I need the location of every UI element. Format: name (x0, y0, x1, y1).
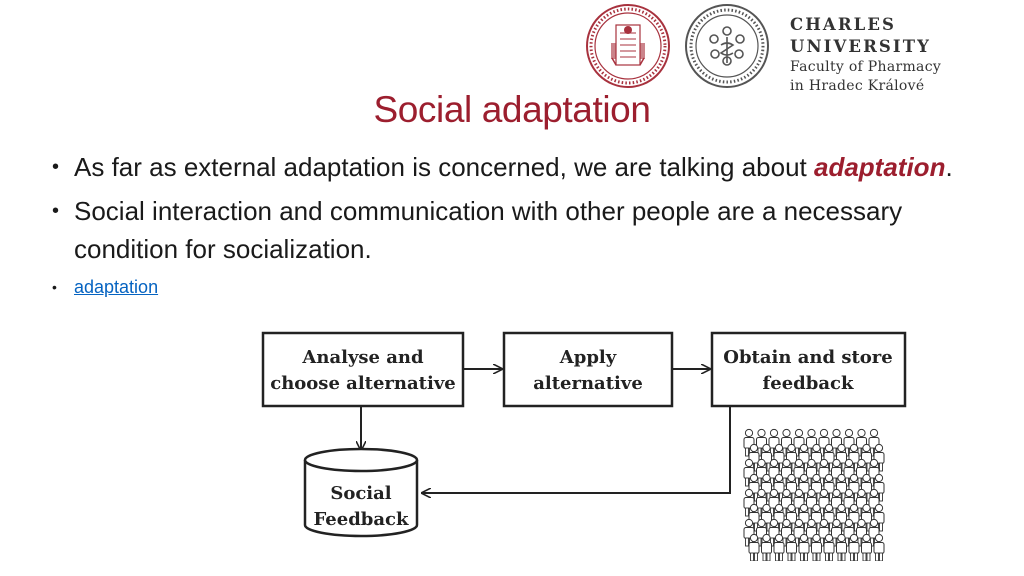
apply-box (502, 331, 674, 408)
pharmacy-faculty-seal-icon (685, 4, 769, 88)
people-crowd-icon (743, 428, 885, 561)
feedback-box-line1: Obtain and store (723, 347, 892, 368)
adaptation-flow-diagram: Analyse and choose alternative Apply alt… (261, 331, 907, 561)
person-figure (861, 533, 872, 561)
university-wordmark: CHARLES UNIVERSITY Faculty of Pharmacy i… (790, 14, 1020, 96)
bullet-dot-icon: • (52, 279, 57, 295)
analyse-box-line1: Analyse and (301, 347, 424, 368)
person-figure (811, 533, 822, 561)
person-figure (848, 533, 860, 561)
faculty-location: in Hradec Králové (790, 78, 925, 94)
feedback-box (710, 331, 907, 408)
person-figure (773, 533, 785, 561)
bullet-dot-icon: • (52, 156, 60, 178)
person-figure (873, 533, 885, 561)
person-figure (836, 533, 847, 561)
adaptation-link[interactable]: adaptation (74, 277, 159, 297)
bullet-text: Social interaction and communication wit… (74, 196, 903, 264)
social-feedback-database (303, 447, 419, 538)
feedback-box-line2: feedback (763, 373, 854, 394)
arrow-feedback-to-database (422, 406, 731, 493)
person-figure (786, 533, 797, 561)
apply-box-line1: Apply (559, 347, 617, 368)
database-line1: Social (330, 483, 391, 504)
database-line2: Feedback (314, 509, 409, 530)
person-figure (823, 533, 835, 561)
bullet-text: As far as external adaptation is concern… (74, 152, 814, 182)
person-figure (761, 533, 772, 561)
faculty-name: Faculty of Pharmacy (790, 59, 942, 75)
bullet-list: • As far as external adaptation is conce… (52, 148, 1012, 300)
bullet-emphasis: adaptation (814, 152, 946, 182)
analyse-box (261, 331, 465, 408)
person-figure (798, 533, 810, 561)
slide-title: Social adaptation (373, 89, 651, 130)
bullet-item: • adaptation (52, 274, 1012, 300)
bullet-item: • Social interaction and communication w… (52, 192, 1012, 268)
analyse-box-line2: choose alternative (270, 373, 455, 394)
bullet-text-end: . (945, 152, 953, 182)
university-seal-icon (586, 4, 670, 88)
bullet-item: • As far as external adaptation is conce… (52, 148, 1012, 186)
bullet-dot-icon: • (52, 200, 60, 222)
university-name: CHARLES UNIVERSITY (790, 15, 931, 56)
person-figure (748, 533, 760, 561)
apply-box-line2: alternative (533, 373, 643, 394)
